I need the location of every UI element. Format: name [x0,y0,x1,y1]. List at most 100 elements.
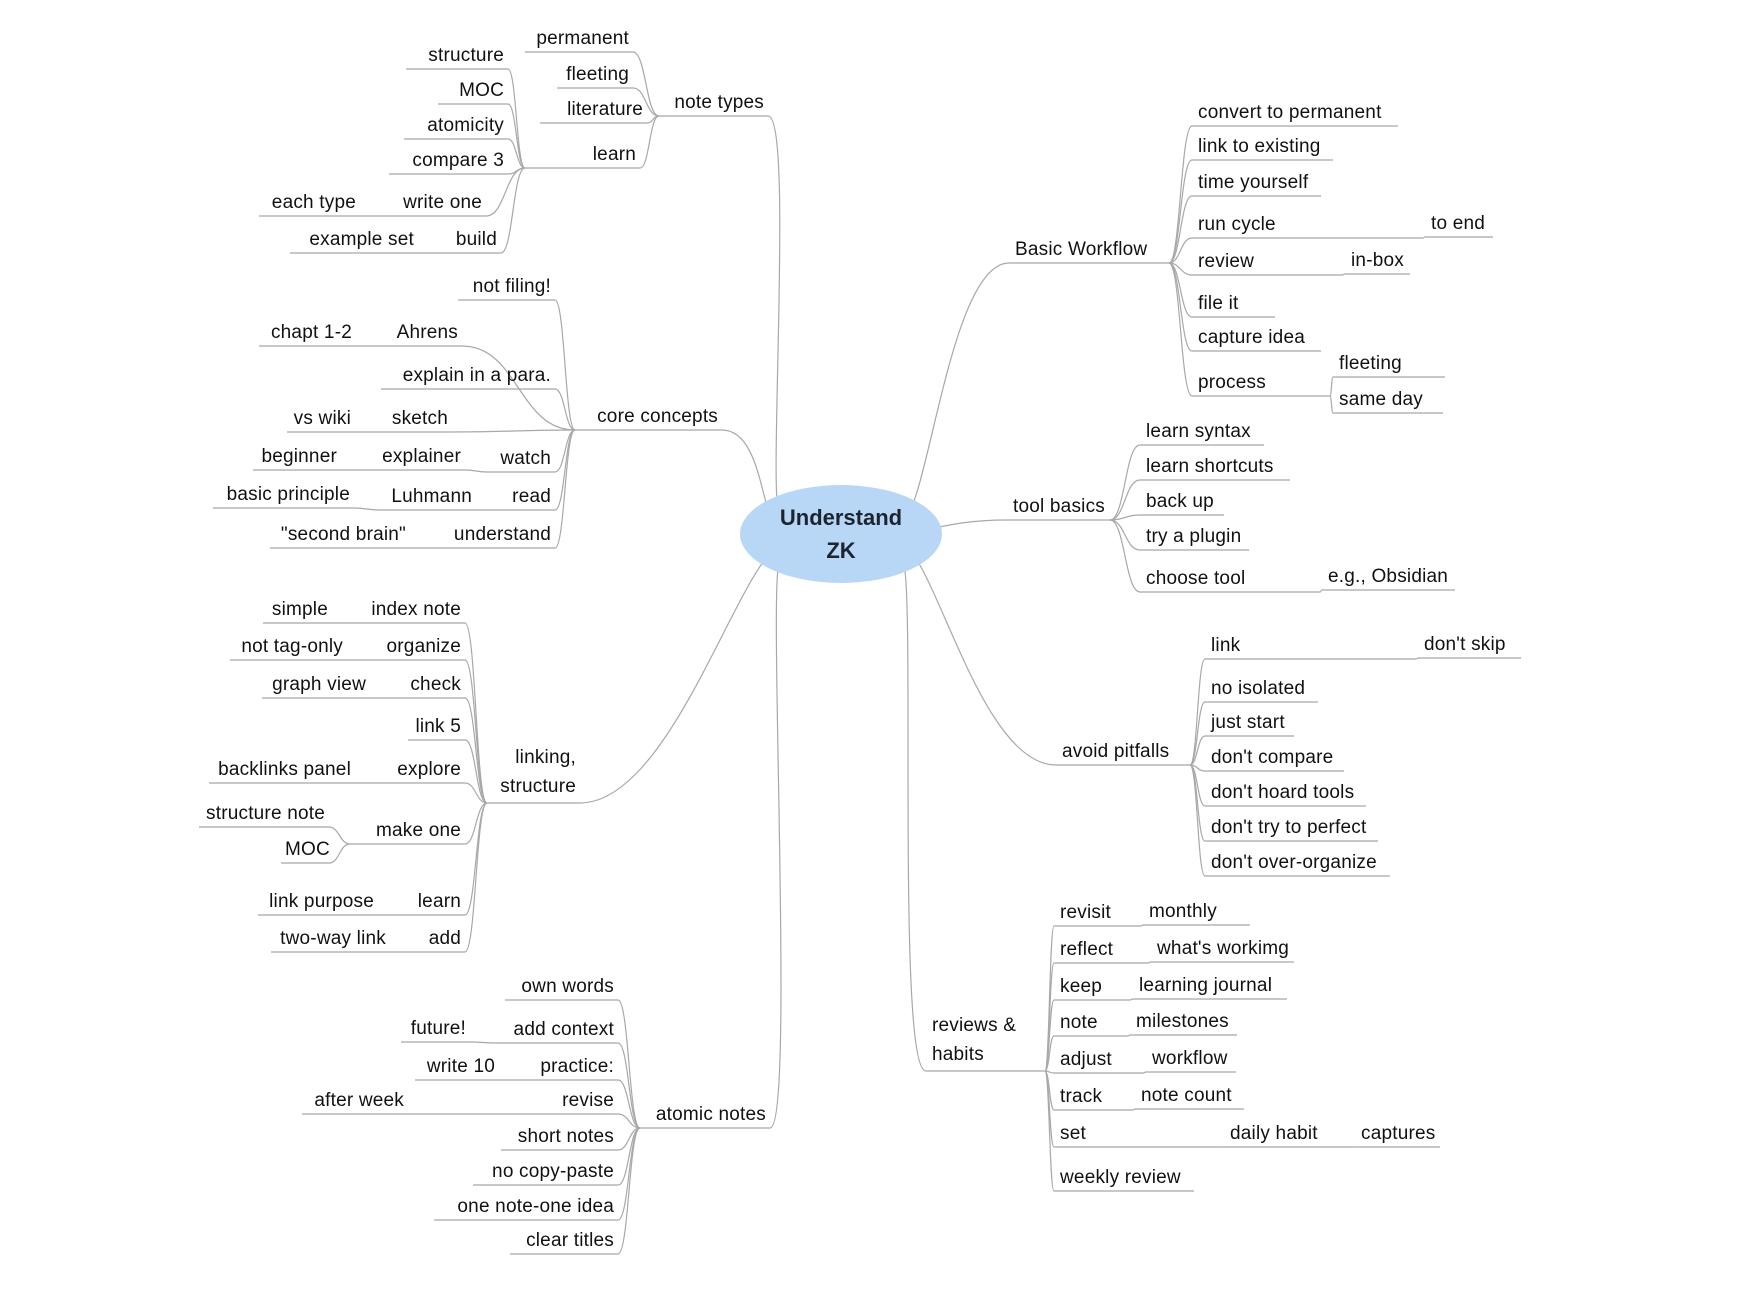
topic-vs-wiki[interactable]: vs wiki [293,408,351,429]
topic-one-note-one-idea[interactable]: one note-one idea [457,1196,614,1217]
topic-link-5[interactable]: link 5 [415,716,461,737]
topic-graph-view[interactable]: graph view [272,674,366,695]
topic-basic-principle[interactable]: basic principle [226,484,350,505]
topic-explain-in-a-para[interactable]: explain in a para. [402,365,551,386]
branch-tool-basics[interactable]: tool basics [1013,496,1105,517]
topic-explore[interactable]: explore [397,759,461,780]
topic-capture-idea[interactable]: capture idea [1198,327,1305,348]
topic-luhmann[interactable]: Luhmann [391,486,472,507]
topic-moc[interactable]: MOC [285,839,330,860]
topic-revise[interactable]: revise [562,1090,614,1111]
topic-to-end[interactable]: to end [1431,213,1486,234]
topic-atomicity[interactable]: atomicity [427,115,504,136]
topic-ahrens[interactable]: Ahrens [396,322,458,343]
topic-own-words[interactable]: own words [521,976,614,997]
root-node[interactable]: Understand ZK [740,485,942,583]
topic-milestones[interactable]: milestones [1136,1011,1229,1032]
topic-add[interactable]: add [428,928,461,949]
topic-fleeting[interactable]: fleeting [1339,353,1402,374]
topic-after-week[interactable]: after week [314,1090,404,1111]
topic-don-t-skip[interactable]: don't skip [1424,634,1506,655]
topic-add-context[interactable]: add context [513,1019,614,1040]
branch-basic-workflow[interactable]: Basic Workflow [1015,239,1148,260]
branch-linking-structure[interactable]: linking, structure [500,747,576,797]
topic-learning-journal[interactable]: learning journal [1139,975,1273,996]
topic-not-tag-only[interactable]: not tag-only [241,636,343,657]
topic-link-purpose[interactable]: link purpose [269,891,374,912]
topic-back-up[interactable]: back up [1146,491,1214,512]
topic-try-a-plugin[interactable]: try a plugin [1146,526,1242,547]
topic-what-s-workimg[interactable]: what's workimg [1157,938,1290,959]
topic-two-way-link[interactable]: two-way link [280,928,386,949]
topic-run-cycle[interactable]: run cycle [1198,214,1276,235]
topic-check[interactable]: check [410,674,461,695]
topic-link-to-existing[interactable]: link to existing [1198,136,1321,157]
topic-write-one[interactable]: write one [403,192,482,213]
topic-understand[interactable]: understand [453,524,551,545]
topic-learn[interactable]: learn [417,891,461,912]
branch-note-types[interactable]: note types [674,92,764,113]
topic-choose-tool[interactable]: choose tool [1146,568,1246,589]
topic-don-t-try-to-perfect[interactable]: don't try to perfect [1211,817,1367,838]
topic-monthly[interactable]: monthly [1149,901,1217,922]
topic-keep[interactable]: keep [1060,976,1103,997]
topic-don-t-hoard-tools[interactable]: don't hoard tools [1211,782,1355,803]
topic-no-copy-paste[interactable]: no copy-paste [492,1161,614,1182]
topic-revisit[interactable]: revisit [1060,902,1112,923]
topic-don-t-compare[interactable]: don't compare [1211,747,1334,768]
branch-core-concepts[interactable]: core concepts [597,406,718,427]
topic-make-one[interactable]: make one [375,820,461,841]
topic-weekly-review[interactable]: weekly review [1060,1167,1181,1188]
topic-no-isolated[interactable]: no isolated [1211,678,1306,699]
topic-short-notes[interactable]: short notes [517,1126,614,1147]
topic-moc[interactable]: MOC [459,80,504,101]
topic-read[interactable]: read [512,486,551,507]
topic-track[interactable]: track [1060,1086,1103,1107]
topic-backlinks-panel[interactable]: backlinks panel [218,759,351,780]
topic-index-note[interactable]: index note [371,599,461,620]
topic-structure-note[interactable]: structure note [206,803,325,824]
topic-convert-to-permanent[interactable]: convert to permanent [1198,102,1382,123]
topic-clear-titles[interactable]: clear titles [526,1230,614,1251]
topic-daily-habit[interactable]: daily habit [1230,1123,1318,1144]
topic-structure[interactable]: structure [428,45,504,66]
topic-in-box[interactable]: in-box [1351,250,1404,271]
topic-same-day[interactable]: same day [1339,389,1423,410]
topic-sketch[interactable]: sketch [391,408,448,429]
topic-time-yourself[interactable]: time yourself [1198,172,1309,193]
topic-chapt-1-2[interactable]: chapt 1-2 [270,322,352,343]
topic-reflect[interactable]: reflect [1060,939,1114,960]
topic-future[interactable]: future! [410,1018,466,1039]
topic-literature[interactable]: literature [567,99,643,120]
topic-e-g-obsidian[interactable]: e.g., Obsidian [1328,566,1449,587]
topic-simple[interactable]: simple [271,599,328,620]
topic-permanent[interactable]: permanent [536,28,629,49]
topic-link[interactable]: link [1211,635,1241,656]
topic-process[interactable]: process [1198,372,1266,393]
branch-reviews-habits[interactable]: reviews & habits [932,1015,1017,1065]
branch-atomic-notes[interactable]: atomic notes [655,1104,766,1125]
topic-explainer[interactable]: explainer [382,446,461,467]
topic-beginner[interactable]: beginner [261,446,337,467]
topic-note-count[interactable]: note count [1141,1085,1232,1106]
topic-build[interactable]: build [455,229,497,250]
topic-example-set[interactable]: example set [309,229,414,250]
topic-just-start[interactable]: just start [1211,712,1285,733]
topic-practice[interactable]: practice: [540,1056,614,1077]
topic-organize[interactable]: organize [386,636,461,657]
topic-don-t-over-organize[interactable]: don't over-organize [1211,852,1377,873]
topic-compare-3[interactable]: compare 3 [412,150,504,171]
topic-learn-syntax[interactable]: learn syntax [1146,421,1251,442]
topic-learn[interactable]: learn [592,144,636,165]
topic-learn-shortcuts[interactable]: learn shortcuts [1146,456,1274,477]
topic-note[interactable]: note [1060,1012,1098,1033]
topic-watch[interactable]: watch [500,448,551,469]
topic-each-type[interactable]: each type [271,192,356,213]
topic-file-it[interactable]: file it [1198,293,1239,314]
topic-captures[interactable]: captures [1361,1123,1436,1144]
topic-adjust[interactable]: adjust [1060,1049,1112,1070]
topic-workflow[interactable]: workflow [1152,1048,1228,1069]
topic-write-10[interactable]: write 10 [426,1056,495,1077]
branch-avoid-pitfalls[interactable]: avoid pitfalls [1062,741,1170,762]
topic-review[interactable]: review [1198,251,1255,272]
